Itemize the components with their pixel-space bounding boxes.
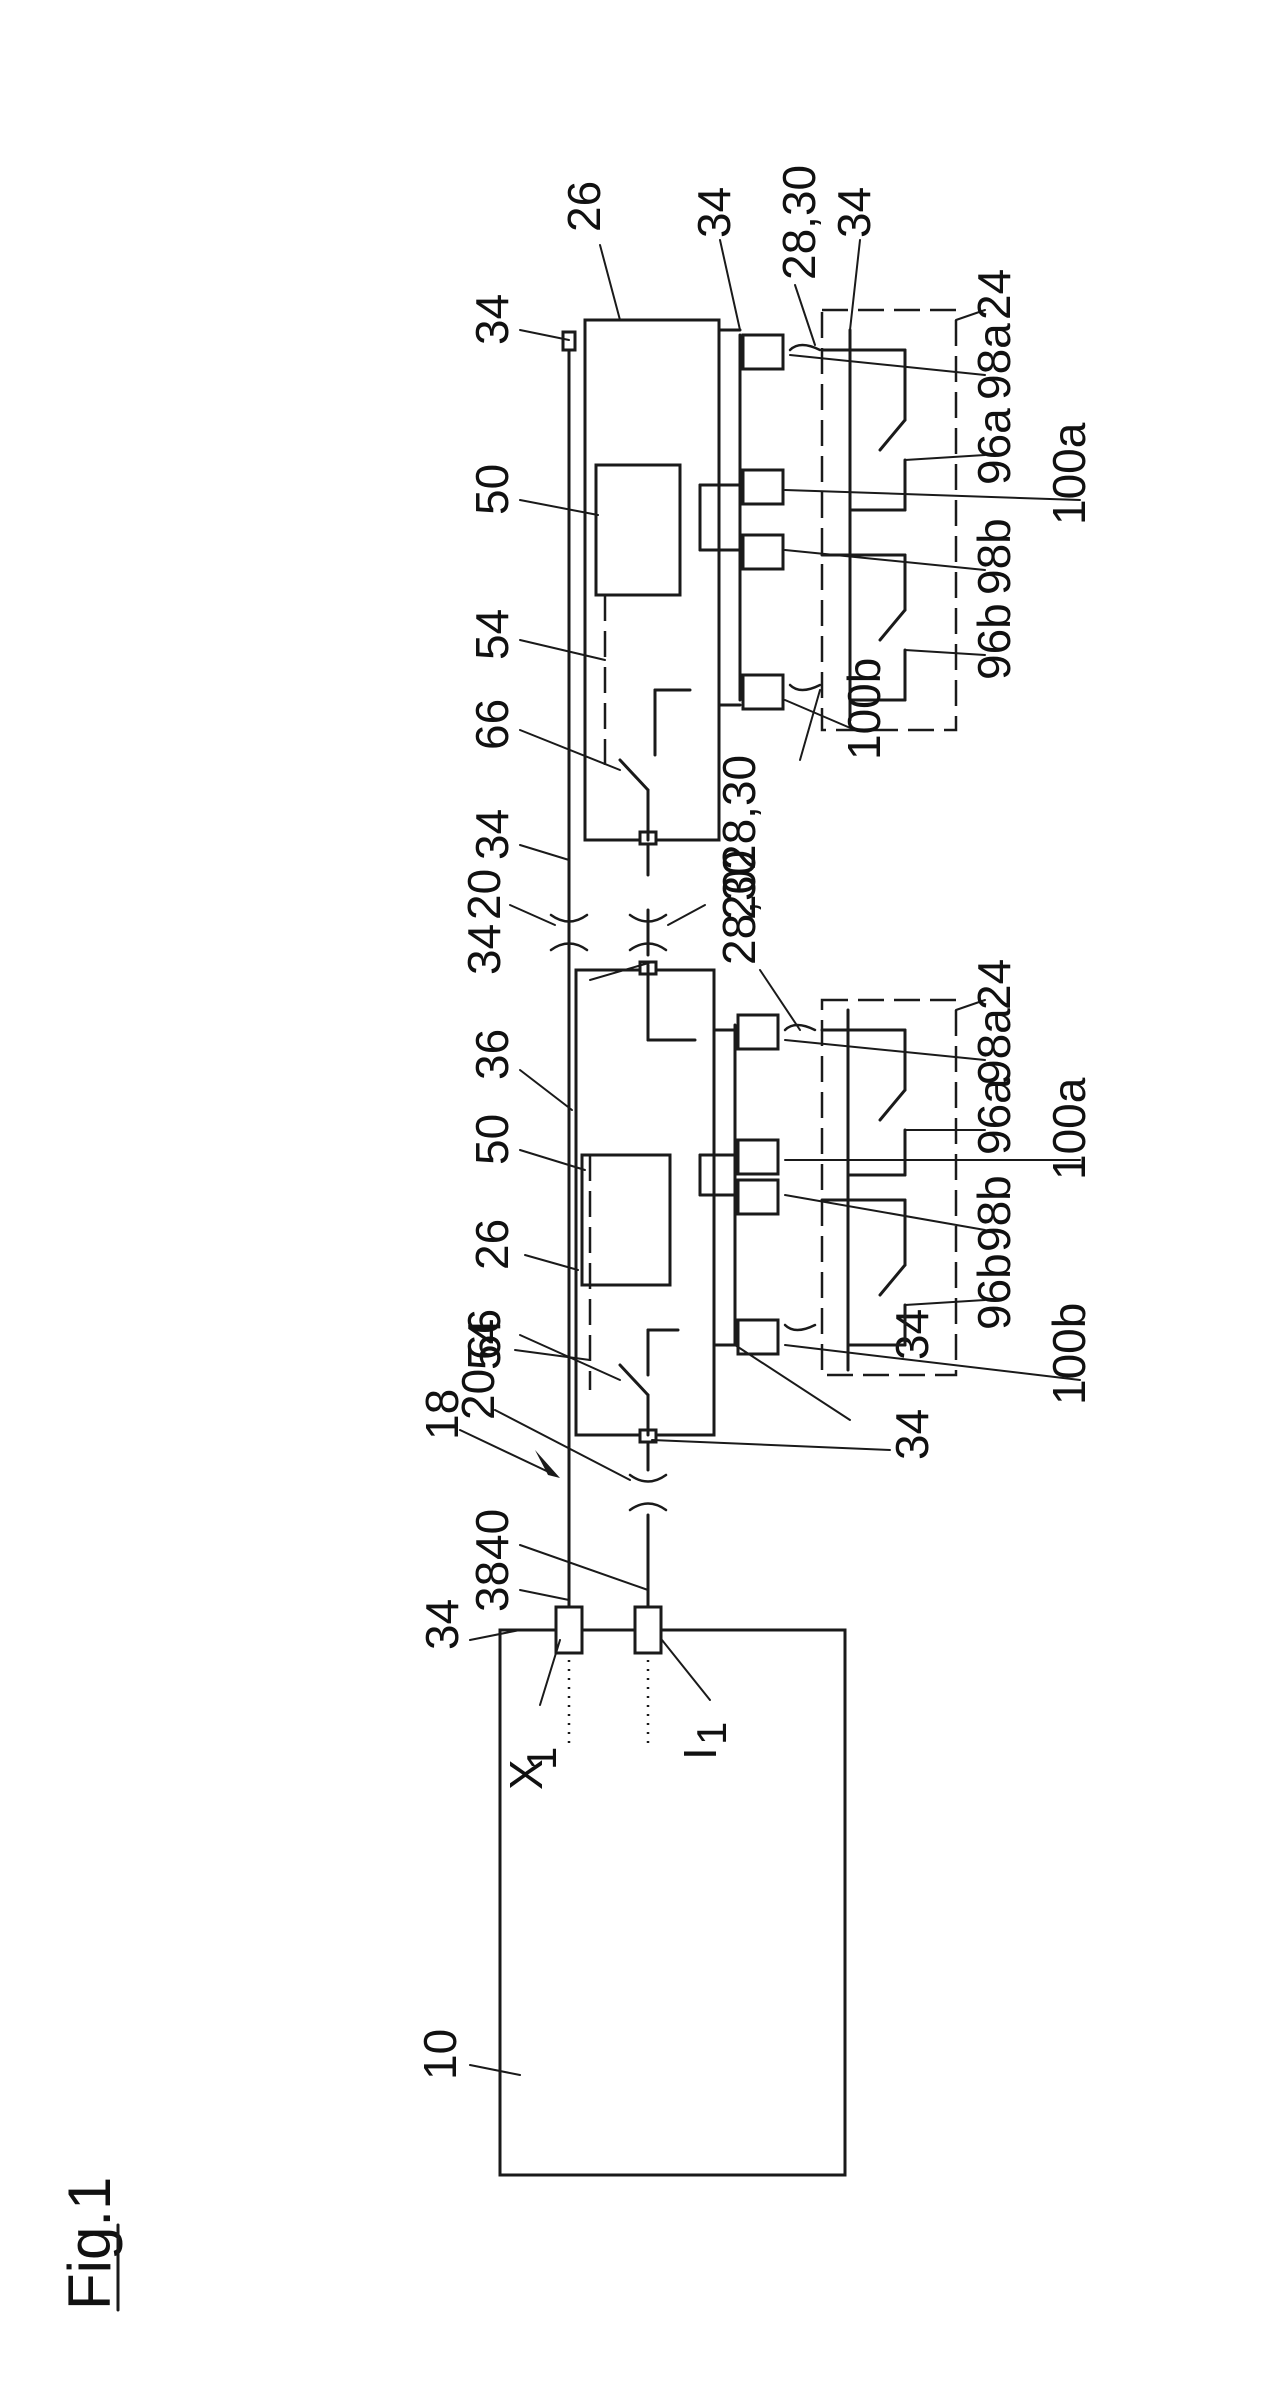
terminal-98a-1	[738, 1015, 778, 1049]
label-34-controller: 34	[416, 1599, 468, 1650]
label-20-a: 20	[452, 1369, 504, 1420]
label-34-module-2-top: 34	[688, 187, 740, 238]
label-34-module-1-bus: 34	[886, 1309, 938, 1360]
leader-20-b	[510, 905, 555, 925]
label-96a-lower: 96a	[968, 1078, 1020, 1155]
terminal-98b-lower-2	[743, 675, 783, 709]
label-34-module-1-top: 34	[458, 924, 510, 975]
label-40: 40	[466, 1509, 518, 1560]
label-66-module-2: 66	[466, 699, 518, 750]
leader-34-upper-right	[850, 240, 860, 330]
leader-38	[520, 1590, 569, 1600]
terminal-98b-1	[738, 1180, 778, 1214]
label-24-lower: 24	[968, 959, 1020, 1010]
module-1	[576, 962, 815, 1442]
block-50-module-2	[596, 465, 680, 595]
label-port-x-subscript: 1	[518, 1747, 565, 1770]
label-26-module-2: 26	[558, 181, 610, 232]
leader-34-module-2-top	[720, 240, 740, 330]
switch-96a-blade	[880, 1090, 905, 1120]
label-port-i: I	[674, 1747, 726, 1760]
label-26-module-1: 26	[466, 1219, 518, 1270]
label-96b-upper: 96b	[968, 603, 1020, 680]
leader-20-c	[668, 905, 705, 925]
label-28-30-mid: 28,30	[713, 755, 765, 870]
figure-title-text: Fig.1	[56, 2177, 123, 2310]
label-98a-lower: 98a	[968, 1008, 1020, 1085]
controller-block	[500, 1630, 845, 2175]
leader-40	[520, 1545, 648, 1590]
leader-100a-upper	[785, 490, 1080, 500]
label-100b-upper: 100b	[838, 658, 890, 760]
label-34-module-2-bottom: 34	[466, 809, 518, 860]
label-port-i-subscript: 1	[688, 1722, 735, 1745]
label-24-upper: 24	[968, 269, 1020, 320]
label-50-module-2: 50	[466, 464, 518, 515]
leader-26-module-2	[600, 245, 620, 320]
label-34-upper-right: 34	[828, 187, 880, 238]
label-34-module-1-bottom: 34	[886, 1409, 938, 1460]
label-20-b: 20	[458, 869, 510, 920]
coupling-20-a	[630, 1475, 666, 1510]
label-100a-lower: 100a	[1043, 1077, 1095, 1180]
label-100b-lower: 100b	[1043, 1303, 1095, 1405]
coupler-lower-1	[785, 1325, 815, 1330]
label-98b-lower: 98b	[968, 1175, 1020, 1252]
switch-96b-blade	[880, 1265, 905, 1295]
label-100a-upper: 100a	[1043, 422, 1095, 525]
module-2-terminal-left	[563, 332, 575, 350]
terminal-98b-2	[743, 535, 783, 569]
leader-34-module-2-bottom	[520, 845, 569, 860]
label-96a-upper: 96a	[968, 408, 1020, 485]
label-controller: 10	[414, 2029, 466, 2080]
terminal-98a-mid-1	[738, 1140, 778, 1174]
port-i1	[635, 1607, 661, 1653]
leader-28-30-mid	[800, 690, 820, 760]
leader-28-30-upper	[795, 285, 815, 345]
coupler-lower-2	[790, 685, 820, 690]
port-x1	[556, 1607, 582, 1653]
switch-96b-blade-upper	[880, 610, 905, 640]
figure-title: Fig.1	[56, 2177, 123, 2310]
terminal-98b-lower-1	[738, 1320, 778, 1354]
label-38: 38	[466, 1561, 518, 1612]
switch-96a-blade-upper	[880, 420, 905, 450]
label-50-module-1: 50	[466, 1114, 518, 1165]
label-98a-upper: 98a	[968, 323, 1020, 400]
label-34-module-2-left: 34	[466, 294, 518, 345]
module-2	[563, 320, 820, 844]
arrow-18	[535, 1450, 560, 1478]
label-28-30-upper: 28,30	[773, 165, 825, 280]
terminal-98a-mid-2	[743, 470, 783, 504]
label-66-module-1: 66	[458, 1309, 510, 1360]
leader-34-module-1-bottom	[652, 1440, 890, 1450]
label-96b-lower: 96b	[968, 1253, 1020, 1330]
leader-18-arrow	[460, 1430, 555, 1475]
terminal-98a-2	[743, 335, 783, 369]
label-98b-upper: 98b	[968, 518, 1020, 595]
leader-34-module-1-bus	[735, 1345, 850, 1420]
block-50-module-1	[582, 1155, 670, 1285]
label-54-module-2: 54	[466, 609, 518, 660]
leader-36	[520, 1070, 572, 1110]
label-36: 36	[466, 1029, 518, 1080]
